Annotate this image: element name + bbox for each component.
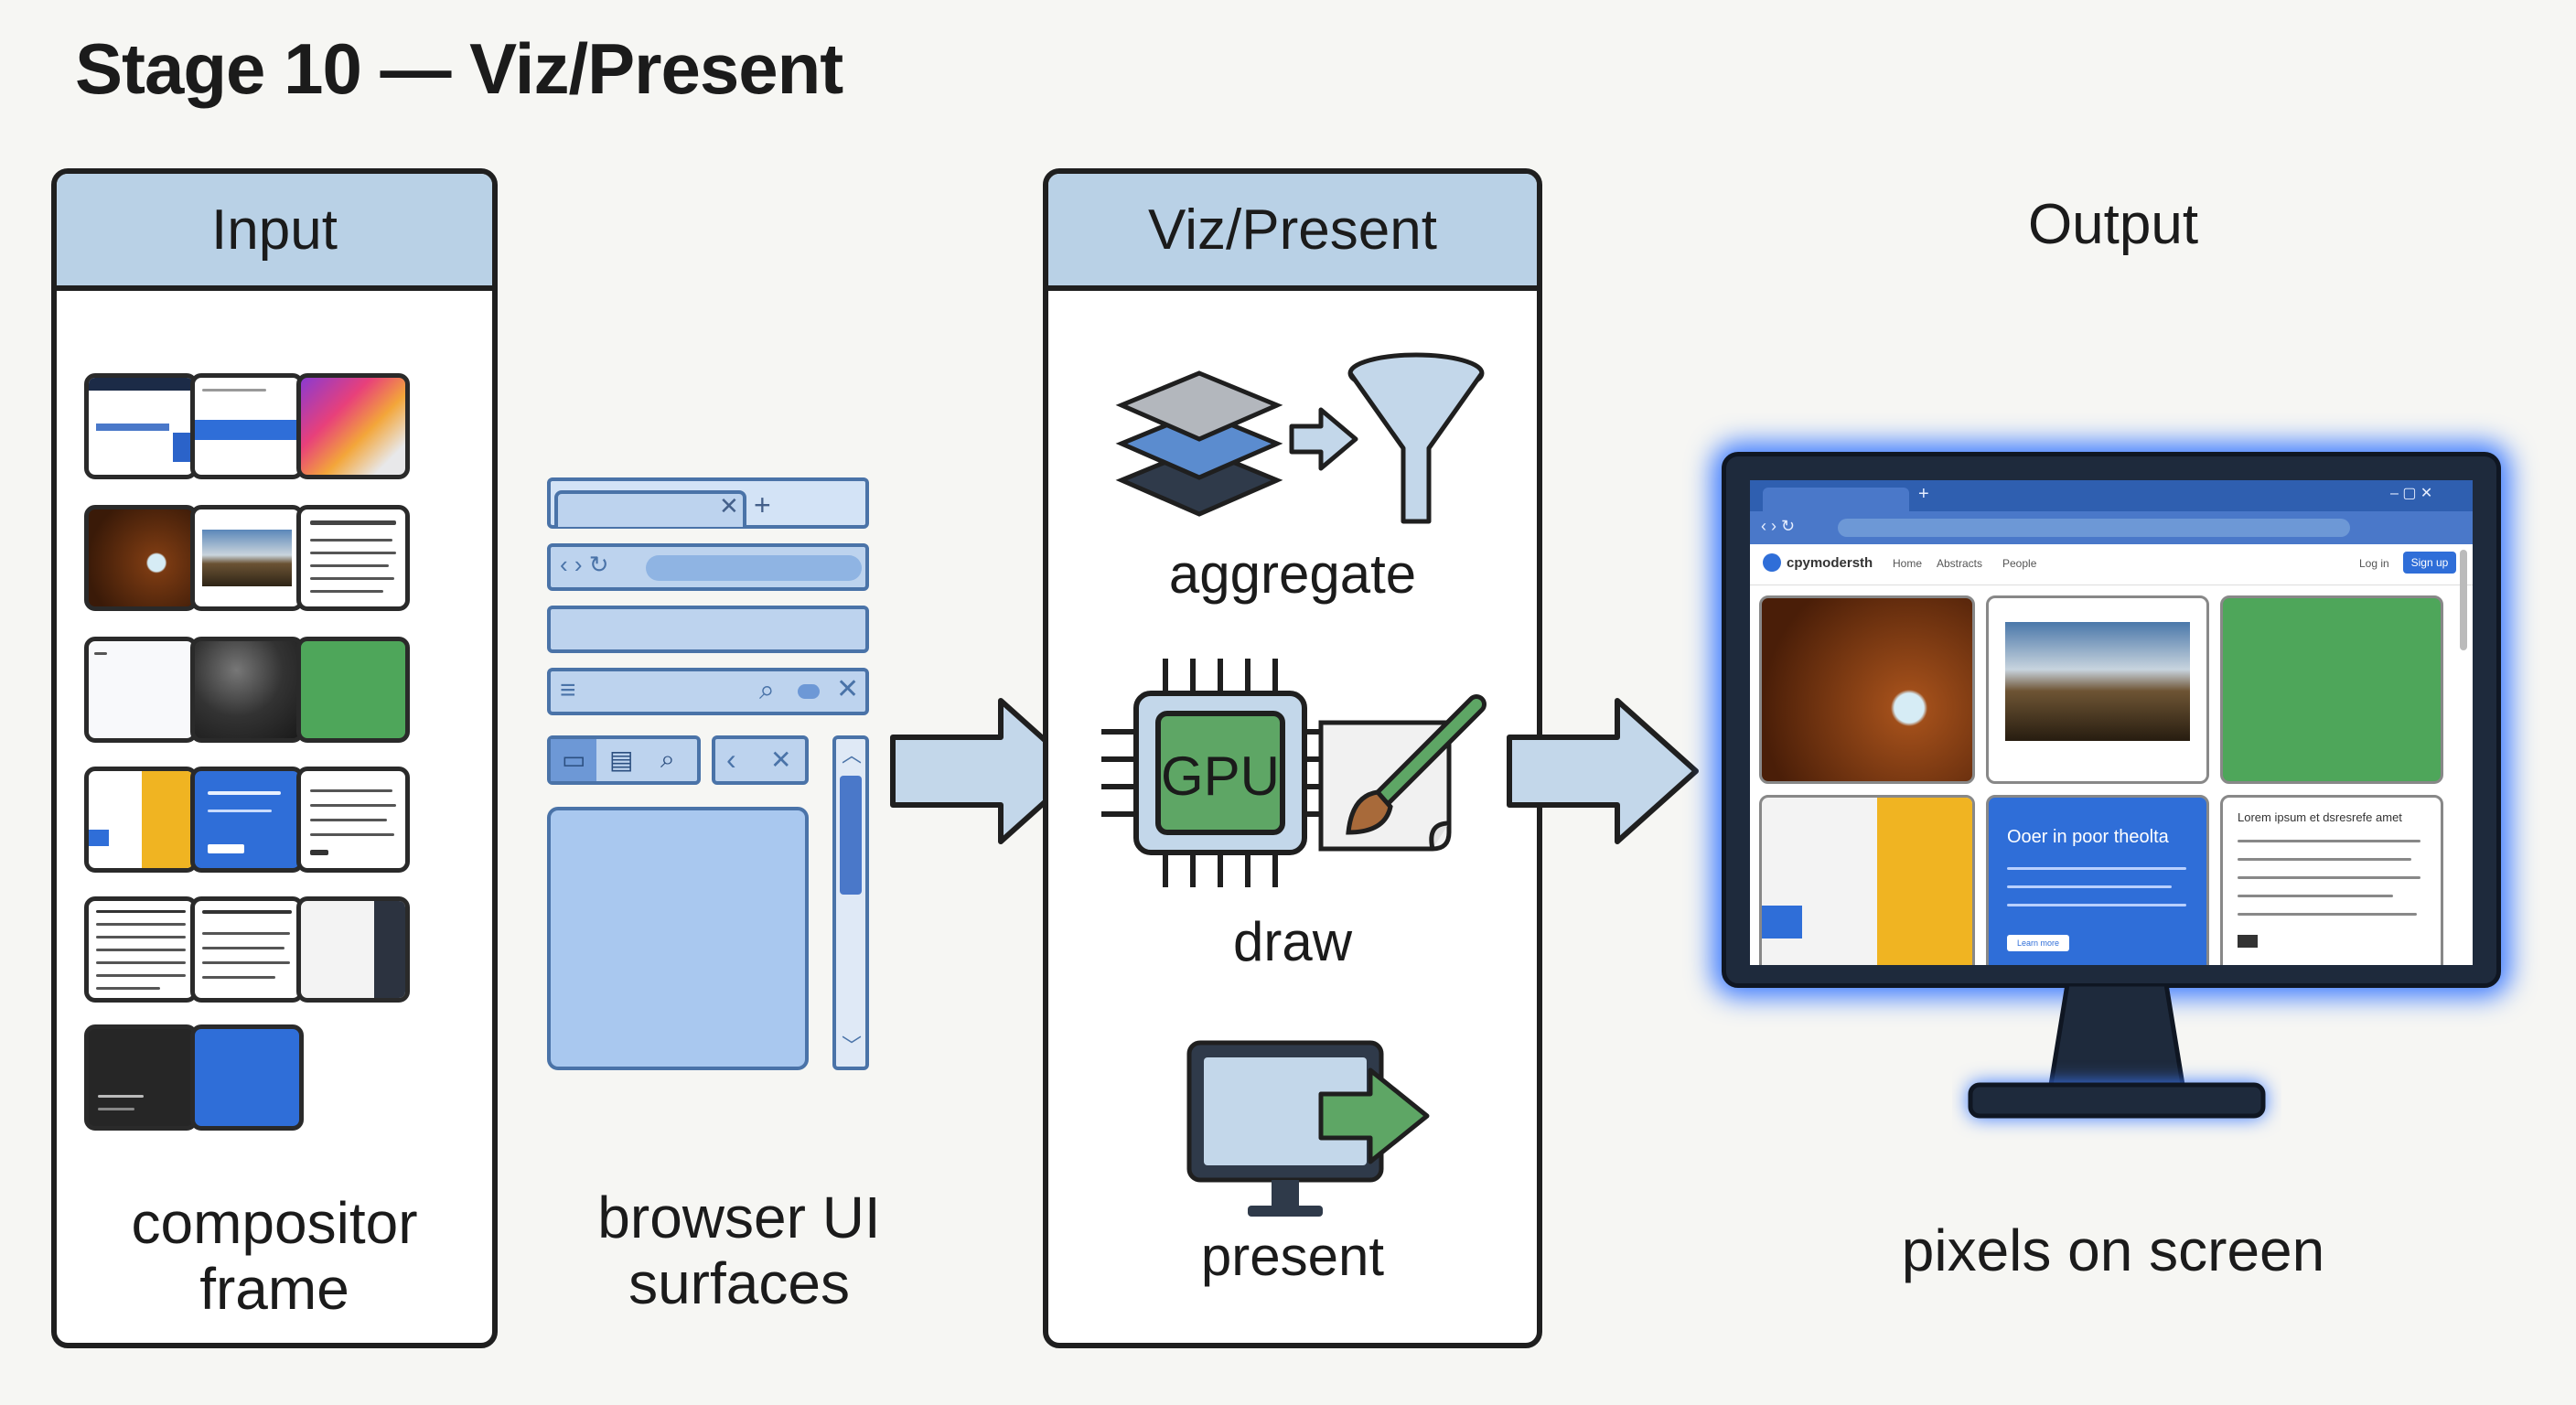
thumb-photo-ruins xyxy=(190,505,304,611)
ui-menu-bar: ≡ ⌕ ✕ xyxy=(547,668,869,715)
page-title: Stage 10 — Viz/Present xyxy=(75,28,843,109)
arrow-right-icon xyxy=(1507,698,1699,844)
thumb-green-tile xyxy=(296,637,410,743)
signup-button[interactable]: Sign up xyxy=(2403,552,2456,574)
promo-title: Ooer in poor theolta xyxy=(2007,827,2169,847)
search-icon: ⌕ xyxy=(759,675,775,705)
funnel-icon xyxy=(1347,352,1485,524)
thumb-gradient-wallpaper xyxy=(296,373,410,479)
thumb-article xyxy=(190,896,304,1003)
browser-toolbar: ‹ › ↻ xyxy=(1750,511,2473,544)
caption-compositor-line2: frame xyxy=(199,1255,349,1322)
ui-panel-tabs: ▭ ▤ ⌕ xyxy=(547,735,701,785)
card-yellow-layout xyxy=(1759,795,1975,965)
input-header: Input xyxy=(57,174,492,291)
monitor-stand xyxy=(1968,984,2266,1119)
card-ruins-photo xyxy=(1986,595,2209,784)
ui-toolbar: ‹ › ↻ xyxy=(547,543,869,591)
thumb-browser-blue-bar xyxy=(190,373,304,479)
monitor-arrow-icon xyxy=(1186,1040,1430,1217)
input-panel: Input xyxy=(51,168,498,1348)
output-header: Output xyxy=(2027,193,2199,256)
site-logo xyxy=(1763,553,1781,572)
page-scrollbar[interactable] xyxy=(2460,550,2467,650)
arrow-right-icon xyxy=(890,698,1082,844)
thumb-sidebar-dark xyxy=(296,896,410,1003)
thumb-text-document xyxy=(296,505,410,611)
thumb-dense-text xyxy=(84,896,198,1003)
thumb-blue-card xyxy=(190,767,304,873)
thumb-blue-tile xyxy=(190,1024,304,1131)
viz-header: Viz/Present xyxy=(1048,174,1537,291)
browser-ui-surfaces: ✕ + ‹ › ↻ ≡ ⌕ ✕ ▭ ▤ ⌕ ‹ ✕ ︿ ﹀ xyxy=(547,477,873,1072)
card-climber-photo xyxy=(1759,595,1975,784)
paintbrush-icon xyxy=(1318,694,1487,852)
thumb-text-column xyxy=(296,767,410,873)
card-text: Lorem ipsum et dsresrefe amet xyxy=(2220,795,2443,965)
nav-people[interactable]: People xyxy=(2002,557,2037,570)
present-label: present xyxy=(1200,1226,1385,1287)
card-blue-promo: Ooer in poor theolta Learn more xyxy=(1986,795,2209,965)
caption-browser-ui-line2: surfaces xyxy=(628,1249,850,1316)
close-icon: ✕ xyxy=(719,492,739,520)
arrow-right-icon xyxy=(1289,407,1358,471)
caption-browser-ui-line1: browser UI xyxy=(597,1185,881,1250)
text-card-title: Lorem ipsum et dsresrefe amet xyxy=(2238,810,2402,824)
thumb-blank-page xyxy=(84,637,198,743)
promo-button[interactable]: Learn more xyxy=(2007,935,2069,951)
monitor: + – ▢ ✕ ‹ › ↻ cpymodersth Home Abstracts… xyxy=(1722,452,2501,988)
ui-nav-buttons: ‹ ✕ xyxy=(712,735,809,785)
nav-abstracts[interactable]: Abstracts xyxy=(1937,557,1983,570)
stack-layers-icon xyxy=(1115,370,1283,517)
login-link[interactable]: Log in xyxy=(2359,557,2389,570)
aggregate-label: aggregate xyxy=(1168,543,1417,605)
thumb-photo-climber xyxy=(84,505,198,611)
ui-tab xyxy=(554,490,746,527)
caption-compositor-line1: compositor xyxy=(131,1190,418,1256)
screen: + – ▢ ✕ ‹ › ↻ cpymodersth Home Abstracts… xyxy=(1750,480,2473,965)
ui-scrollbar: ︿ ﹀ xyxy=(832,735,869,1070)
gpu-chip-icon xyxy=(1101,659,1321,887)
browser-tabbar: + – ▢ ✕ xyxy=(1750,480,2473,511)
thumb-yellow-layout xyxy=(84,767,198,873)
thumb-browser-dark xyxy=(84,373,198,479)
output-caption: pixels on screen xyxy=(1901,1217,2325,1283)
nav-home[interactable]: Home xyxy=(1893,557,1923,570)
viz-panel: Viz/Present aggregate GPU draw xyxy=(1043,168,1542,1348)
thumb-dark-photo xyxy=(190,637,304,743)
ui-content-area xyxy=(547,807,809,1070)
ui-bookmark-bar xyxy=(547,606,869,653)
thumb-dark-terminal xyxy=(84,1024,198,1131)
site-header: cpymodersth Home Abstracts People Log in… xyxy=(1750,544,2473,585)
plus-icon: + xyxy=(754,488,771,521)
draw-label: draw xyxy=(1232,911,1353,972)
site-name: cpymodersth xyxy=(1787,555,1873,571)
card-green xyxy=(2220,595,2443,784)
gpu-label: GPU xyxy=(1160,745,1281,807)
